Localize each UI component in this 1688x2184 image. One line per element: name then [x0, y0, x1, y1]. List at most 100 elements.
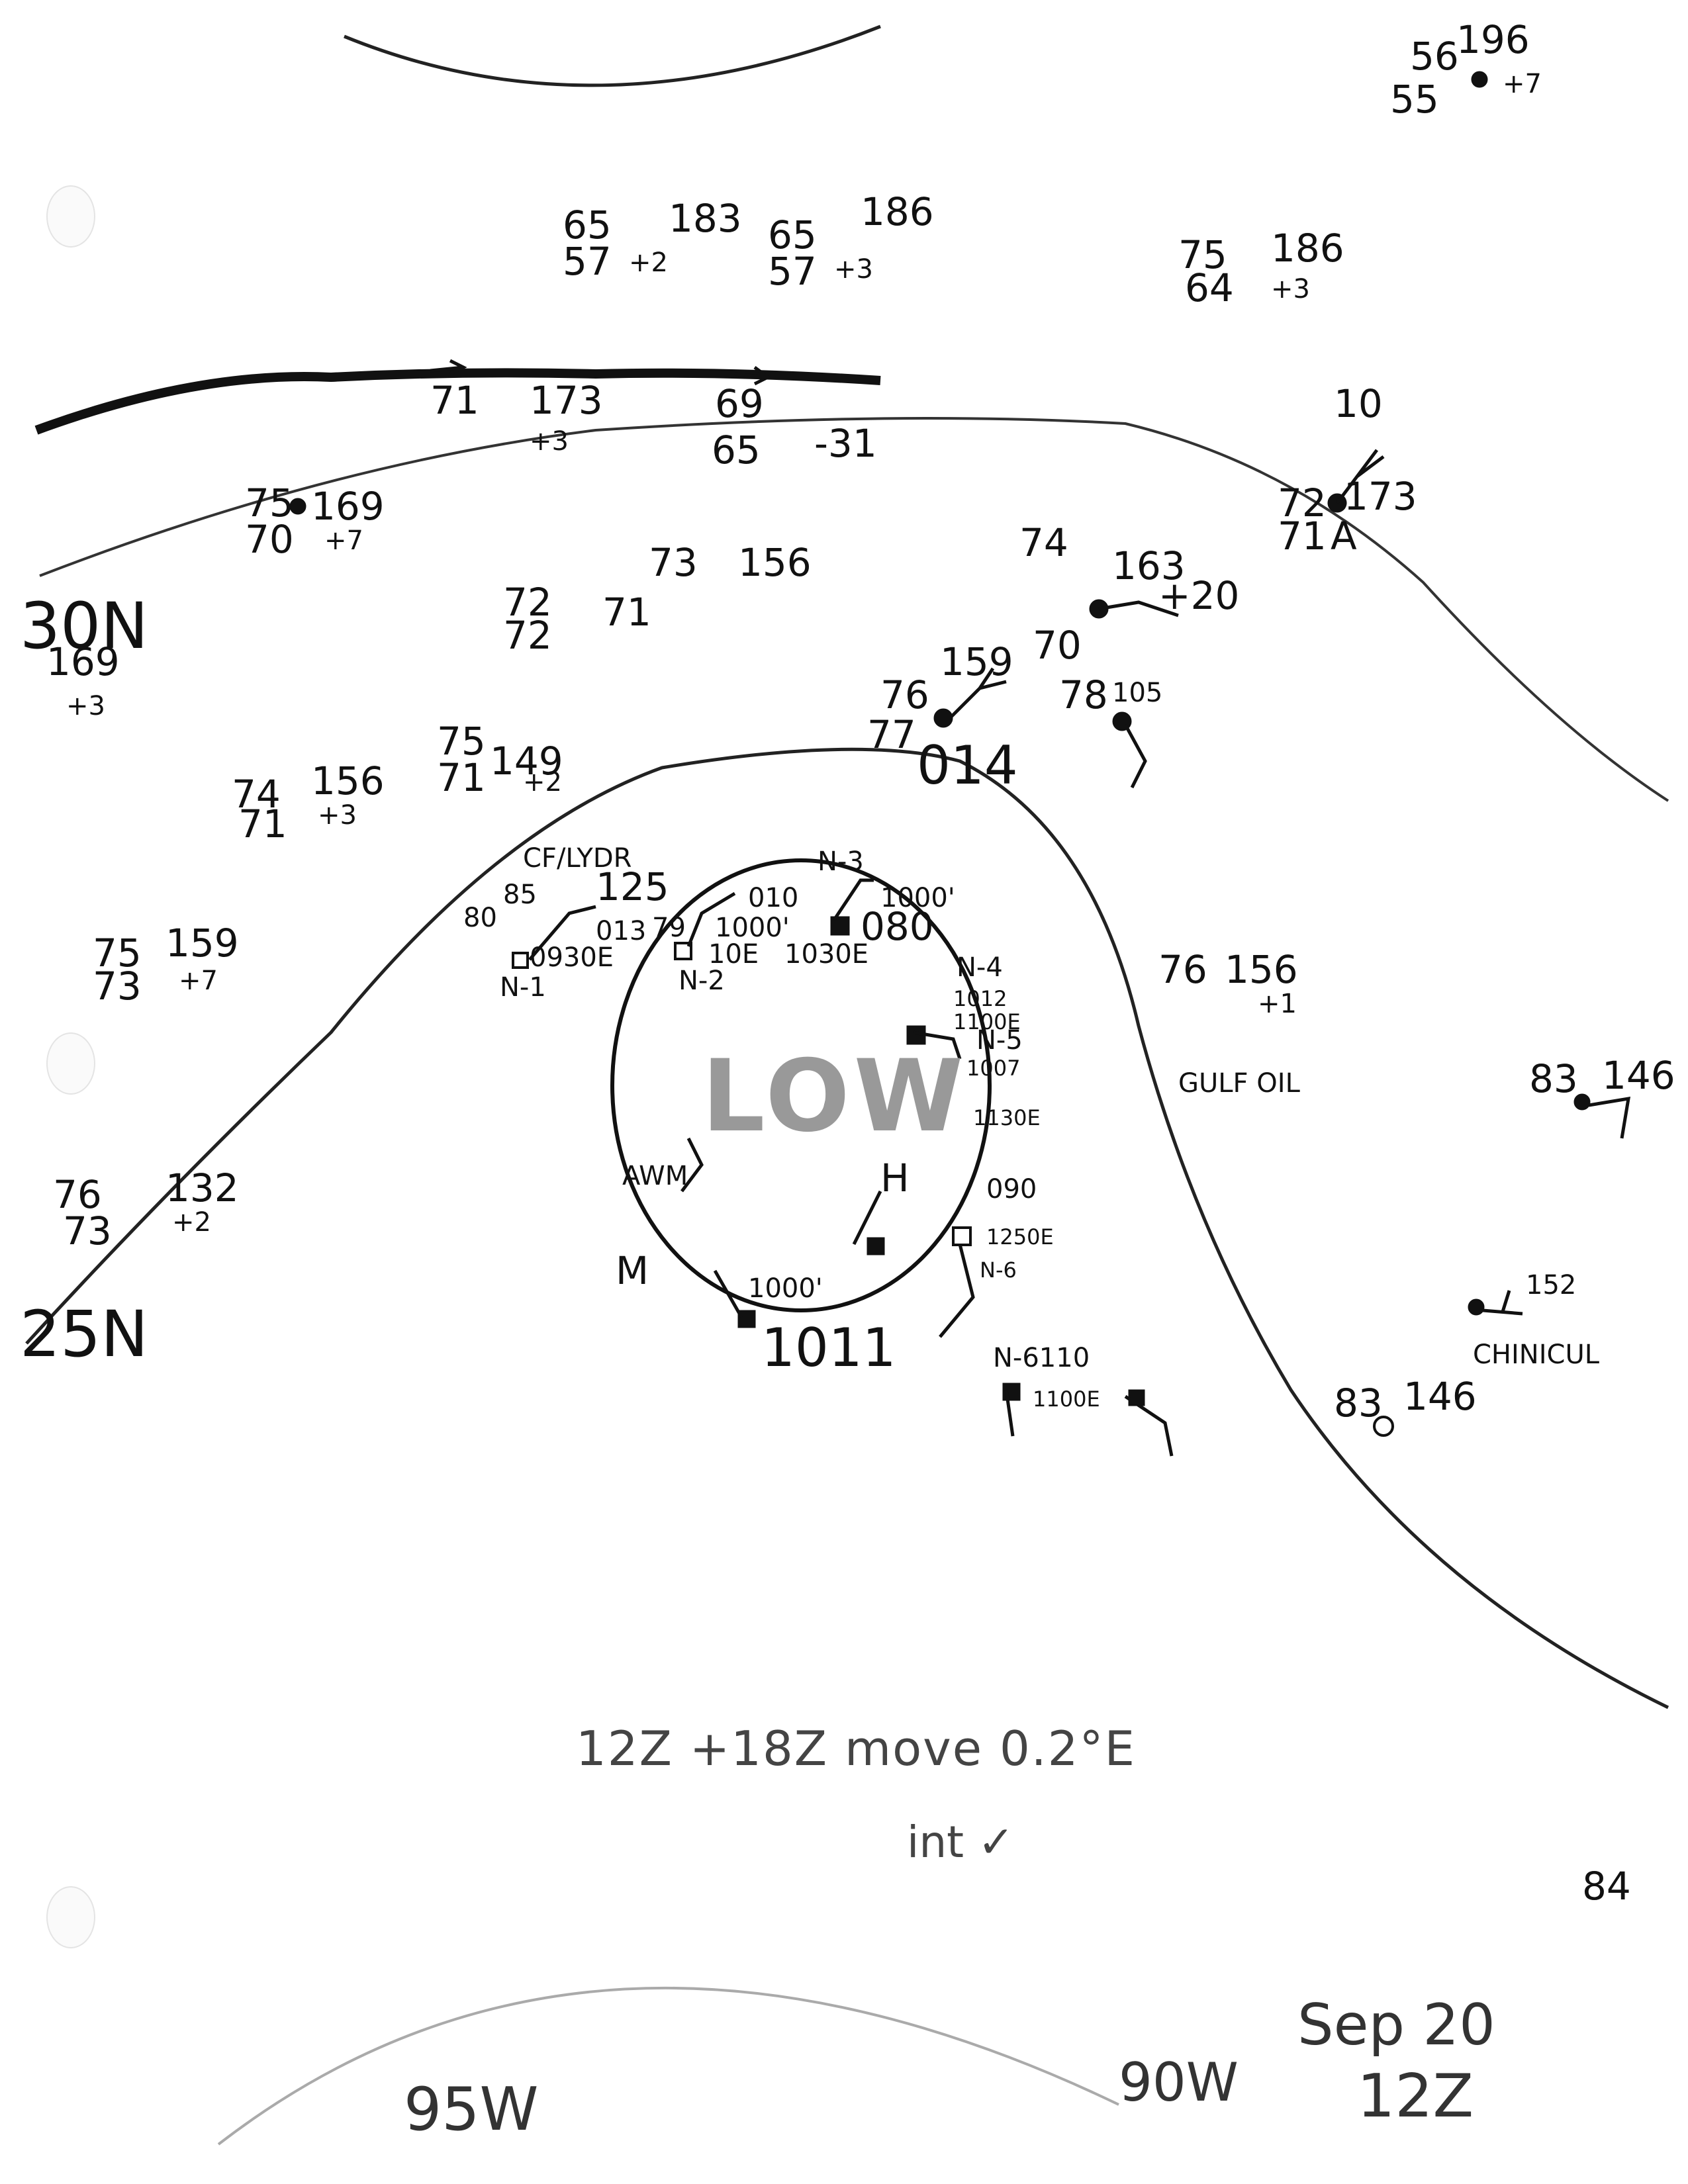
station-n2	[674, 942, 692, 960]
station-id-n2: N-2	[679, 966, 725, 996]
station-id-n6: N-6	[980, 1257, 1017, 1283]
station-extra-n3: 1000'	[880, 883, 955, 913]
station-ring-6	[1573, 1093, 1591, 1111]
plot-temp-76: 76	[880, 672, 929, 717]
plot-temp-71: 71	[430, 378, 479, 423]
plot-press-169b: 169	[46, 639, 120, 684]
plot-temp-74: 74	[1019, 520, 1068, 565]
plot-dew-71: 71	[1278, 514, 1327, 559]
plot-tend-3: +3	[318, 800, 357, 831]
plot-press-149: 149	[490, 739, 563, 784]
plot-temp-72: 72	[1278, 480, 1327, 525]
station-temp-n2: 79	[652, 913, 686, 943]
plot-tend-7c: +7	[1503, 69, 1542, 99]
plot-dew-72: 72	[503, 613, 552, 658]
plot-temp-73: 73	[649, 540, 698, 585]
station-time-n2: 10E	[708, 939, 759, 970]
station-time-n6: 1250E	[986, 1224, 1054, 1250]
plot-temp-75d: 75	[1178, 232, 1227, 277]
isobar-label-1011: 1011	[761, 1317, 896, 1379]
station-id-n3: N-3	[818, 846, 864, 877]
station-time-n1: 0930E	[530, 942, 614, 973]
latitude-label-30n: 30N	[20, 589, 148, 663]
station-markers	[289, 71, 1591, 1437]
isobar-upper	[39, 417, 1669, 802]
plot-note-cf-lydr: CF/LYDR	[523, 843, 632, 874]
station-label-1000: 1000'	[748, 1273, 823, 1304]
plot-press-132: 132	[165, 1165, 239, 1210]
plot-tend-2c: +2	[629, 248, 668, 278]
plot-temp-75: 75	[245, 480, 294, 525]
front-arrows	[430, 359, 771, 386]
plot-press-156c: 156	[1225, 947, 1298, 992]
station-label-h: H	[880, 1156, 910, 1201]
plot-press-173b: 173	[530, 378, 603, 423]
isobar-1014	[25, 747, 1669, 1709]
plot-press-186: 186	[861, 189, 934, 234]
plot-tend-31: -31	[814, 421, 877, 466]
station-press-n3: 080	[861, 904, 934, 949]
plot-tend-3d: +3	[1271, 274, 1310, 304]
label-10: 10	[1334, 381, 1383, 426]
plot-temp-83: 83	[1529, 1056, 1578, 1101]
plot-tend-7: +7	[324, 525, 363, 556]
station-press-n5: 1007	[966, 1056, 1020, 1081]
station-time-n3: 1030E	[784, 939, 868, 970]
isobar-label-1014: 014	[917, 735, 1018, 796]
latitude-label-25n: 25N	[20, 1297, 148, 1371]
station-time-n4: 1100E	[953, 1009, 1021, 1034]
plot-press-105: 105	[1112, 678, 1162, 708]
station-id-n5: N-5	[976, 1025, 1023, 1056]
station-ring-5	[1468, 1298, 1485, 1316]
isobar-1011	[610, 858, 992, 1312]
plot-temp-83b: 83	[1334, 1381, 1383, 1426]
plot-press-156: 156	[738, 540, 812, 585]
plot-press-146b: 146	[1403, 1374, 1477, 1419]
station-id-n4: N-4	[957, 952, 1003, 983]
plot-temp-75c: 75	[93, 931, 142, 976]
plot-press-159: 159	[940, 639, 1013, 684]
plot-tend-7b: +7	[179, 966, 218, 996]
station-id-n1: N-1	[500, 972, 546, 1003]
plot-temp-84: 84	[1582, 1864, 1631, 1909]
plot-tend-1: +1	[1258, 989, 1297, 1019]
station-dew-n1: 85	[503, 880, 537, 910]
plot-dew-77: 77	[867, 712, 916, 757]
plot-note-gulf-oil: GULF OIL	[1178, 1068, 1301, 1099]
station-press-n2: 010	[748, 883, 798, 913]
station-press-n4: 1012	[953, 986, 1007, 1011]
plot-dew-57: 57	[768, 249, 817, 294]
plot-press-146: 146	[1602, 1053, 1675, 1098]
pressure-center-low: LOW	[702, 1039, 968, 1154]
plot-dew-65: 65	[712, 428, 761, 473]
station-ring-9	[1471, 71, 1488, 88]
longitude-label-90w: 90W	[1119, 2052, 1239, 2113]
plot-press-173: 173	[1344, 474, 1417, 519]
plot-tend-3c: +3	[834, 254, 873, 285]
plot-dew-57b: 57	[563, 239, 612, 284]
plot-temp-76c: 76	[1158, 947, 1207, 992]
station-ring-7	[1373, 1416, 1394, 1437]
plot-dew-70b: 70	[245, 517, 294, 562]
plot-dew-73: 73	[93, 964, 142, 1009]
plot-dew-73b: 73	[63, 1208, 112, 1253]
plot-press-159b: 159	[165, 921, 239, 966]
station-plot-text: 72 173 71 74 163 70 +20 159 76 77 78 105…	[46, 17, 1675, 1909]
station-press-n6: 090	[986, 1174, 1037, 1205]
wind-barbs	[528, 449, 1631, 1457]
plot-press-152: 152	[1526, 1270, 1576, 1300]
front-line	[34, 368, 881, 435]
station-extra-n2: 1000'	[715, 913, 790, 943]
plot-press-156b: 156	[311, 758, 385, 803]
station-n1	[512, 952, 529, 969]
plot-press-183: 183	[669, 196, 742, 241]
plot-dew-55: 55	[1390, 77, 1439, 122]
plot-temp-75b: 75	[437, 719, 486, 764]
plot-dew-64: 64	[1185, 265, 1234, 310]
station-ids: N-1 0930E 013 80 85 125 N-2 10E 010 79 1…	[463, 381, 1383, 1412]
plot-dew-71d: 71	[437, 755, 486, 800]
station-ring-8	[289, 498, 306, 515]
station-time-n5: 1130E	[973, 1105, 1041, 1130]
faint-arc-top	[344, 24, 881, 87]
station-label-m: M	[616, 1248, 649, 1293]
